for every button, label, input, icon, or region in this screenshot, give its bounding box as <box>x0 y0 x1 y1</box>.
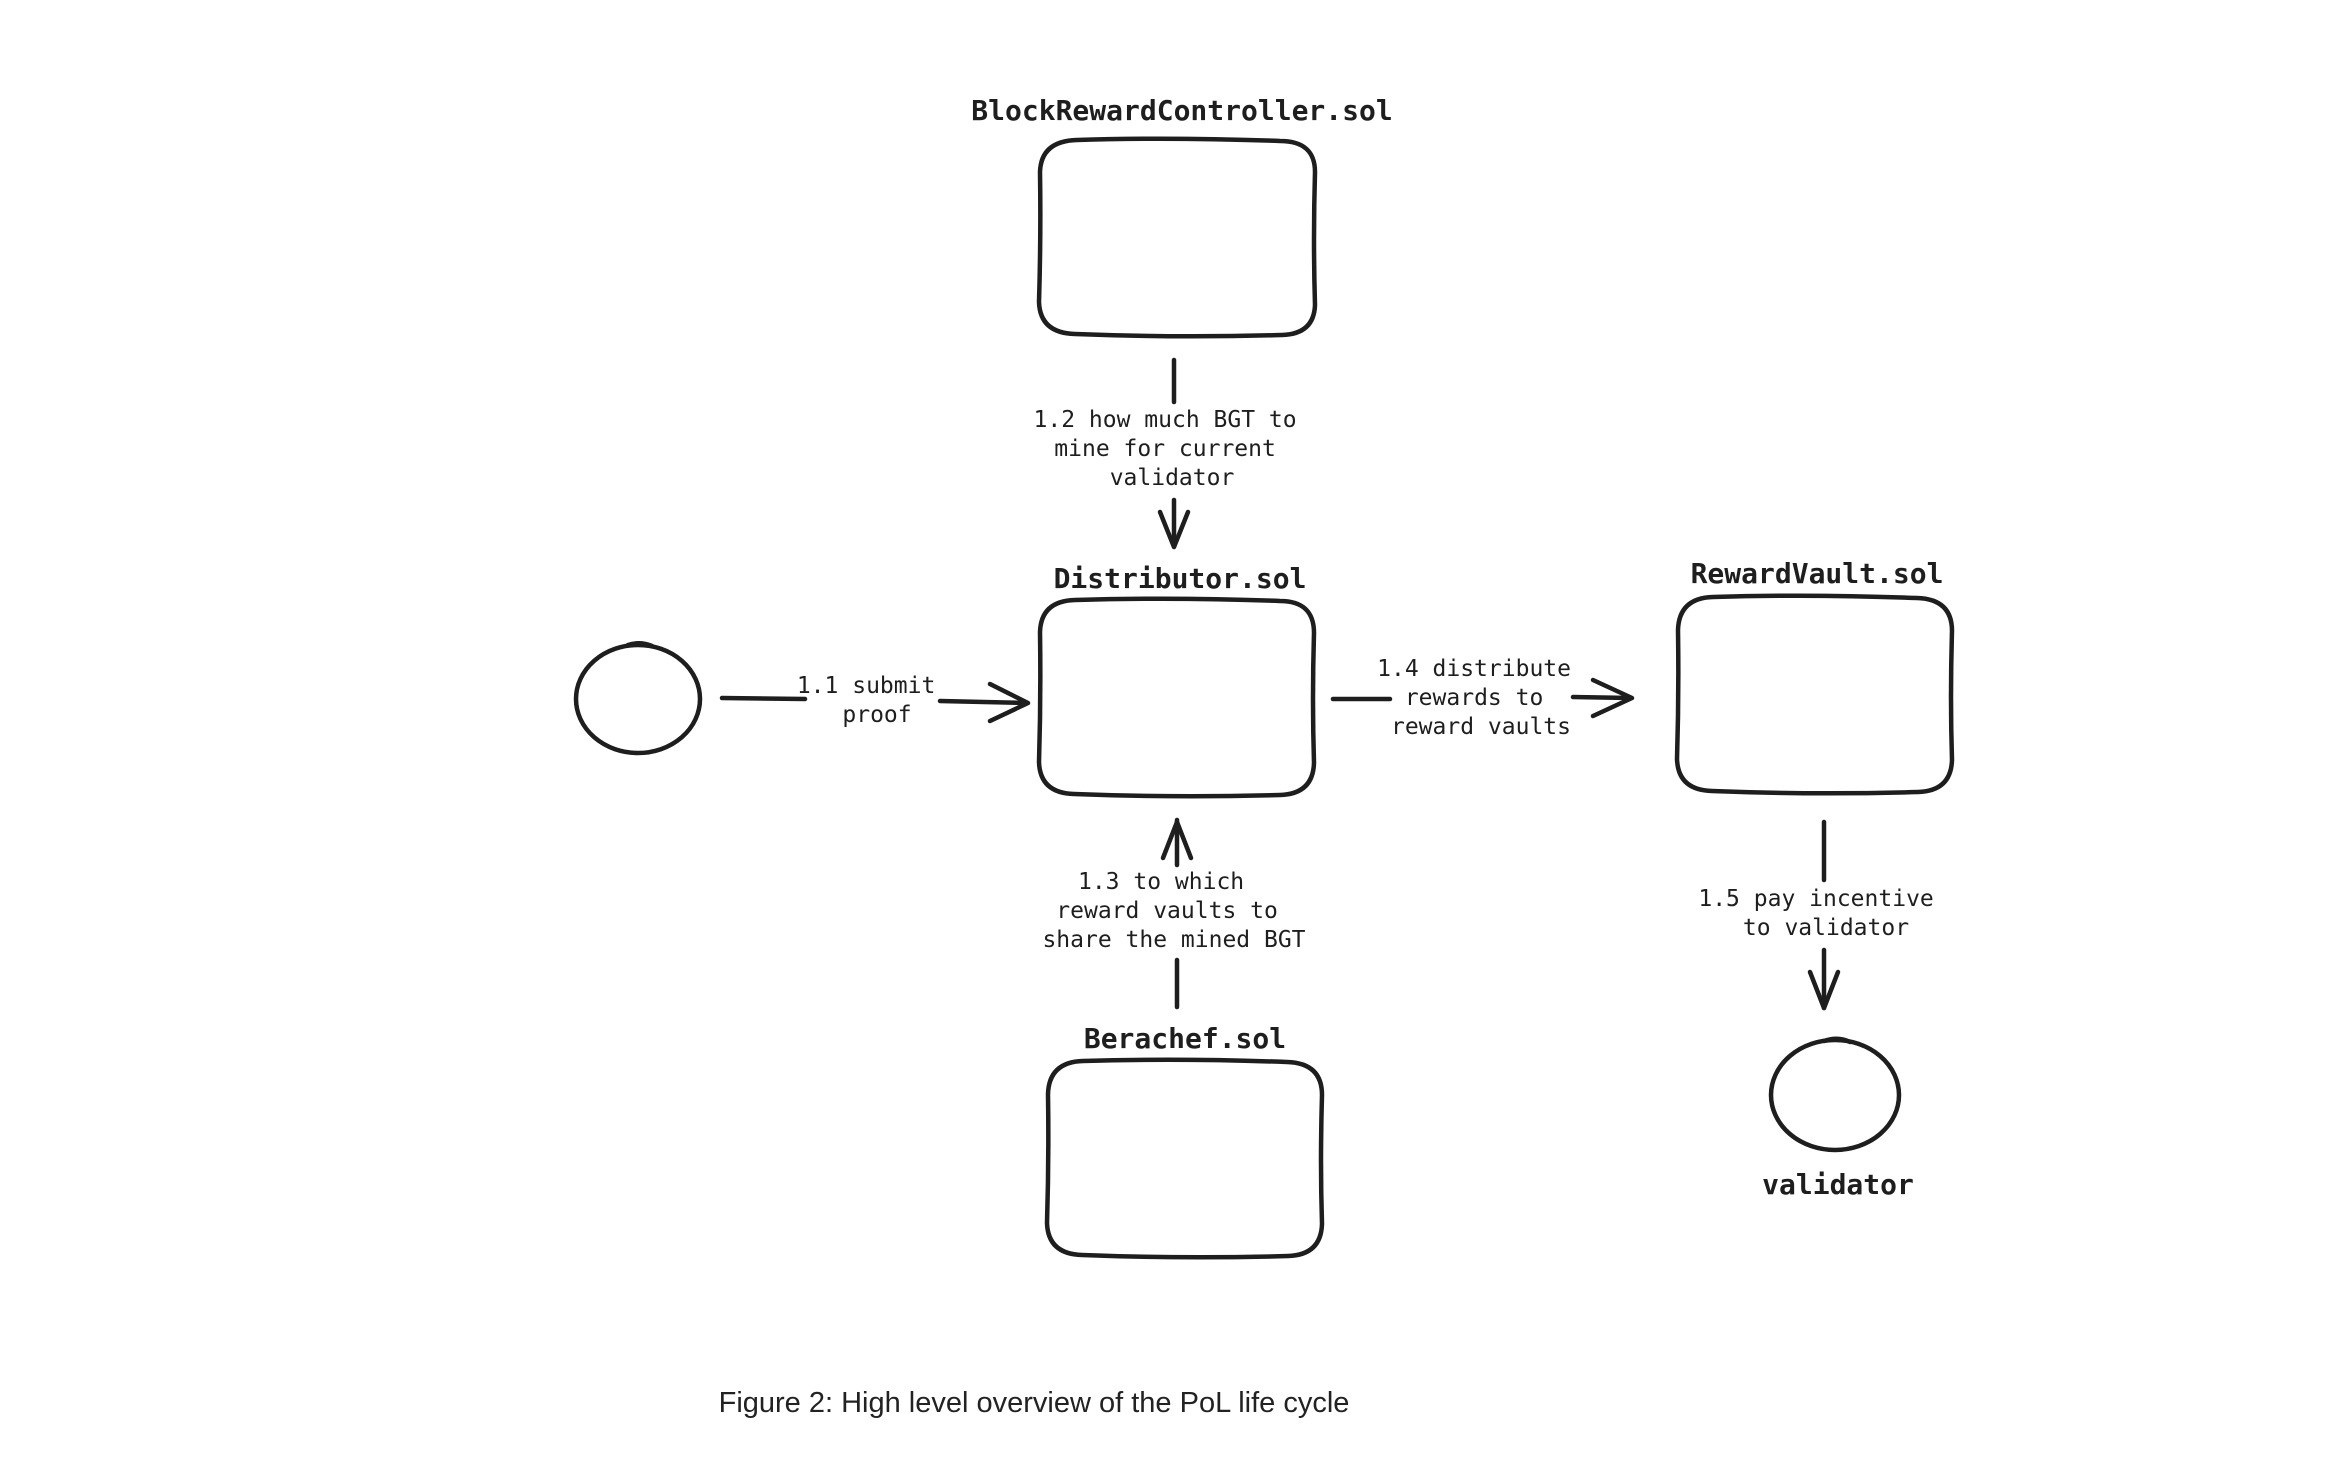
edge-label-line: mine for current <box>1054 436 1276 462</box>
edge-line <box>937 698 1028 706</box>
edge-label: 1.3 to which reward vaults to share the … <box>1042 869 1305 953</box>
edge-1-3: 1.3 to which reward vaults to share the … <box>1042 817 1306 1010</box>
edge-label-line: validator <box>1110 465 1235 491</box>
arrowhead <box>1807 969 1841 1011</box>
edge-label-line: reward vaults to <box>1056 898 1278 924</box>
node-berachef: Berachef.sol <box>1044 1022 1325 1260</box>
edge-label-line: proof <box>842 702 911 728</box>
node-validator: validator <box>1762 1036 1914 1201</box>
edge-1-1: 1.1 submit proof <box>719 673 1031 728</box>
node-distributor: Distributor.sol <box>1036 562 1317 799</box>
actor-circle-overlap <box>1821 1036 1853 1045</box>
node-title: BlockRewardController.sol <box>971 94 1392 127</box>
edge-line <box>719 695 808 702</box>
edge-label-line: share the mined BGT <box>1042 927 1305 953</box>
contract-box <box>1036 596 1317 799</box>
edge-label: 1.5 pay incentive to validator <box>1698 886 1947 941</box>
actor-circle <box>573 642 703 756</box>
node-block-reward-controller: BlockRewardController.sol <box>971 94 1393 339</box>
edge-label-line: 1.3 to which <box>1078 869 1244 895</box>
arrowhead <box>1590 677 1635 719</box>
contract-box <box>1044 1057 1325 1260</box>
arrowhead <box>987 681 1031 724</box>
edge-label: 1.2 how much BGT to mine for current val… <box>1034 407 1311 491</box>
edge-label-line: 1.4 distribute <box>1377 656 1571 682</box>
edge-1-5: 1.5 pay incentive to validator <box>1698 819 1947 1011</box>
edge-label: 1.1 submit proof <box>797 673 949 728</box>
edge-1-2: 1.2 how much BGT to mine for current val… <box>1034 357 1311 550</box>
arrowhead <box>1160 819 1194 861</box>
node-reward-vault: RewardVault.sol <box>1674 557 1955 796</box>
figure-caption: Figure 2: High level overview of the PoL… <box>719 1387 1350 1419</box>
edge-1-4: 1.4 distribute rewards to reward vaults <box>1330 656 1635 740</box>
actor-circle <box>1768 1037 1902 1153</box>
node-submitter <box>573 641 703 756</box>
edge-label-line: 1.5 pay incentive <box>1698 886 1933 912</box>
edge-label-line: rewards to <box>1405 685 1543 711</box>
edge-label-line: reward vaults <box>1391 714 1571 740</box>
contract-box <box>1036 136 1318 339</box>
node-title: RewardVault.sol <box>1691 557 1944 590</box>
actor-circle-overlap <box>625 641 655 649</box>
edge-label-line: 1.1 submit <box>797 673 935 699</box>
edge-label-line: to validator <box>1743 915 1909 941</box>
contract-box <box>1674 593 1955 796</box>
edge-label-line: 1.2 how much BGT to <box>1034 407 1297 433</box>
edge-label: 1.4 distribute rewards to reward vaults <box>1377 656 1585 740</box>
node-title: Berachef.sol <box>1084 1022 1286 1055</box>
arrowhead <box>1157 509 1191 550</box>
node-title: Distributor.sol <box>1054 562 1307 595</box>
node-title: validator <box>1762 1168 1914 1201</box>
edge-line <box>1570 694 1633 701</box>
